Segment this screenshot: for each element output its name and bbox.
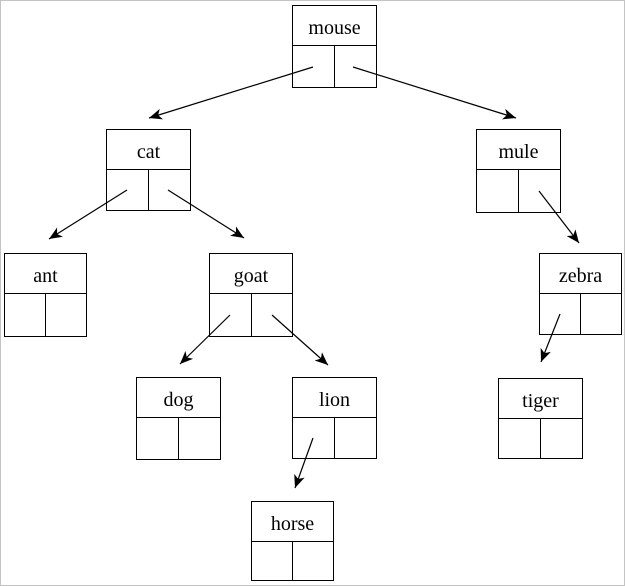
node-label: cat: [107, 130, 190, 170]
tree-node-ant: ant: [4, 253, 87, 337]
node-label: zebra: [540, 254, 621, 294]
left-pointer-cell: [293, 46, 335, 87]
node-label: tiger: [499, 379, 582, 419]
pointer-cells: [540, 294, 621, 334]
node-label: ant: [5, 254, 86, 294]
node-label: mule: [477, 130, 560, 170]
node-label: mouse: [293, 6, 376, 46]
pointer-cells: [5, 294, 86, 336]
tree-node-lion: lion: [292, 377, 377, 459]
left-pointer-cell: [540, 294, 581, 334]
left-pointer-cell: [210, 294, 252, 336]
edge-mouse-right-to-mule: [352, 66, 517, 120]
right-pointer-cell: [519, 170, 560, 212]
tree-node-dog: dog: [136, 377, 221, 460]
left-pointer-cell: [477, 170, 519, 212]
left-pointer-cell: [252, 542, 293, 580]
pointer-cells: [107, 170, 190, 210]
right-pointer-cell: [293, 542, 333, 580]
pointer-cells: [137, 418, 220, 459]
tree-node-cat: cat: [106, 129, 191, 211]
right-pointer-cell: [335, 46, 376, 87]
pointer-cells: [499, 419, 582, 458]
node-label: horse: [252, 502, 333, 542]
tree-node-goat: goat: [209, 253, 293, 337]
tree-node-tiger: tiger: [498, 378, 583, 459]
left-pointer-cell: [293, 418, 335, 458]
tree-node-mule: mule: [476, 129, 561, 213]
tree-node-mouse: mouse: [292, 5, 377, 88]
right-pointer-cell: [335, 418, 376, 458]
pointer-cells: [210, 294, 292, 336]
pointer-cells: [477, 170, 560, 212]
right-pointer-cell: [541, 419, 582, 458]
left-pointer-cell: [5, 294, 46, 336]
right-pointer-cell: [46, 294, 86, 336]
pointer-cells: [252, 542, 333, 580]
right-pointer-cell: [149, 170, 190, 210]
left-pointer-cell: [499, 419, 541, 458]
node-label: goat: [210, 254, 292, 294]
left-pointer-cell: [107, 170, 149, 210]
edge-mouse-left-to-cat: [148, 66, 314, 120]
tree-node-zebra: zebra: [539, 253, 622, 335]
node-label: dog: [137, 378, 220, 418]
node-label: lion: [293, 378, 376, 418]
tree-node-horse: horse: [251, 501, 334, 581]
pointer-cells: [293, 46, 376, 87]
right-pointer-cell: [252, 294, 293, 336]
pointer-cells: [293, 418, 376, 458]
right-pointer-cell: [581, 294, 621, 334]
left-pointer-cell: [137, 418, 179, 459]
right-pointer-cell: [179, 418, 220, 459]
